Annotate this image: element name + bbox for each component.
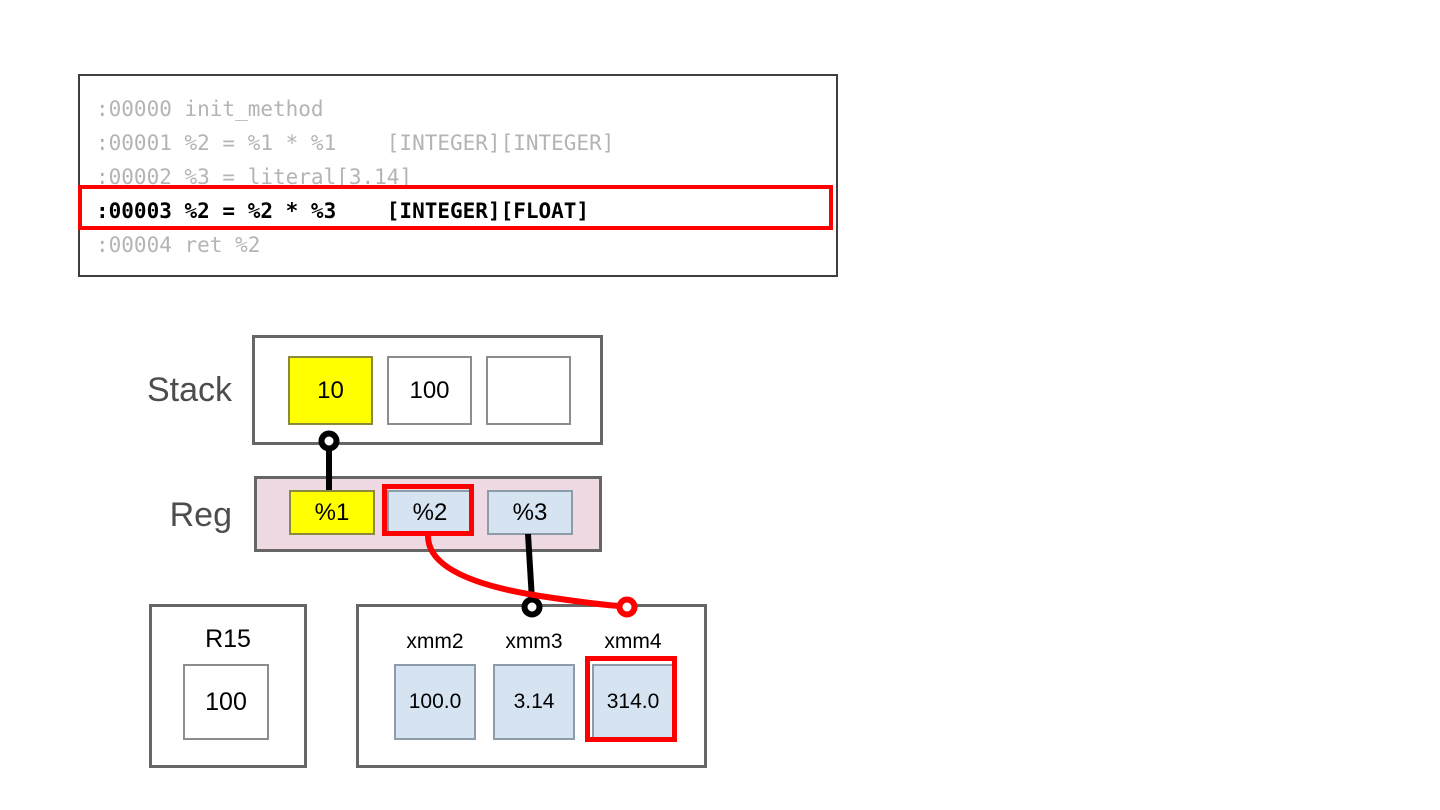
bytecode-panel: :00000 init_method :00001 %2 = %1 * %1 [… (78, 74, 838, 277)
xmm4-slot: xmm4 314.0 (584, 607, 682, 765)
bytecode-line-00003-active[interactable]: :00003 %2 = %2 * %3 [INTEGER][FLOAT] (96, 199, 590, 223)
xmm4-register-label: xmm4 (604, 630, 662, 653)
xmm4-value-cell[interactable]: 314.0 (592, 664, 674, 740)
stack-slot-1[interactable]: 100 (387, 356, 472, 425)
xmm2-slot: xmm2 100.0 (386, 607, 484, 765)
r15-register-label: R15 (205, 625, 251, 653)
xmm3-register-label: xmm3 (505, 630, 563, 653)
reg-slot-percent2[interactable]: %2 (387, 490, 473, 535)
bytecode-line-00000[interactable]: :00000 init_method (96, 97, 324, 121)
reg-container: %1 %2 %3 (254, 476, 602, 552)
bytecode-line-00001[interactable]: :00001 %2 = %1 * %1 [INTEGER][INTEGER] (96, 131, 615, 155)
stack-container: 10 100 (252, 335, 603, 445)
bytecode-line-00002[interactable]: :00002 %3 = literal[3.14] (96, 165, 413, 189)
reg-section-label: Reg (169, 496, 232, 534)
xmm2-register-label: xmm2 (406, 630, 464, 653)
stack-slot-2[interactable] (486, 356, 571, 425)
xmm3-slot: xmm3 3.14 (485, 607, 583, 765)
reg-slot-percent1[interactable]: %1 (289, 490, 375, 535)
reg-slot-percent3[interactable]: %3 (487, 490, 573, 535)
xmm-container: xmm2 100.0 xmm3 3.14 xmm4 314.0 (356, 604, 707, 768)
stack-section-label: Stack (146, 371, 232, 409)
r15-value-cell[interactable]: 100 (183, 664, 269, 740)
xmm3-value-cell[interactable]: 3.14 (493, 664, 575, 740)
xmm2-value-cell[interactable]: 100.0 (394, 664, 476, 740)
bytecode-line-00004[interactable]: :00004 ret %2 (96, 233, 261, 257)
r15-container: R15 100 (149, 604, 307, 768)
stack-slot-0[interactable]: 10 (288, 356, 373, 425)
